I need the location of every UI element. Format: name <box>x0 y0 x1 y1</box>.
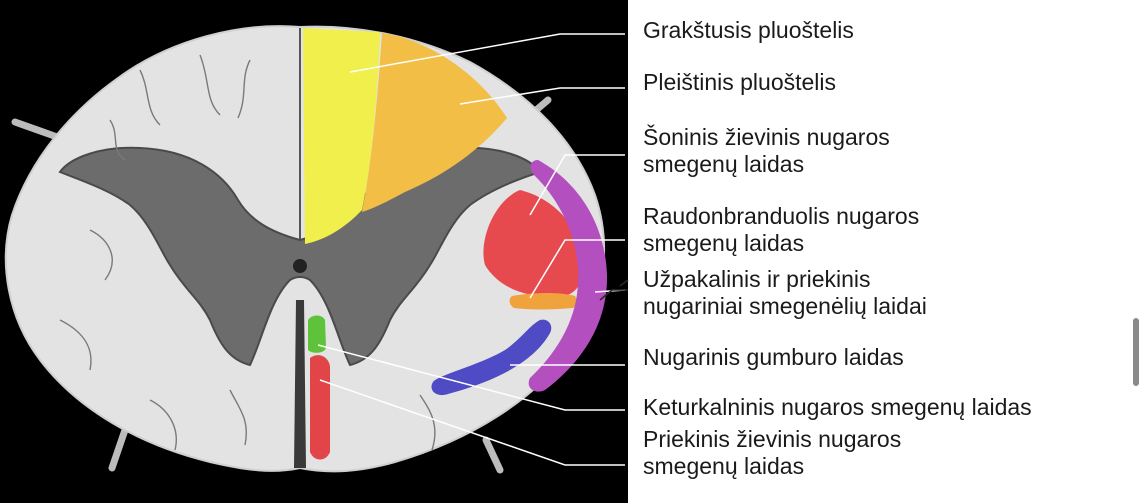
tract-cuneate <box>362 33 507 212</box>
label-tectospinal: Keturkalninis nugaros smegenų laidas <box>643 394 1032 420</box>
label-lateral-corticospinal: Šoninis žievinis nugaros smegenų laidas <box>643 124 890 177</box>
tract-rubrospinal <box>509 293 577 310</box>
tract-spinocerebellar <box>528 160 608 392</box>
label-spinothalamic: Nugarinis gumburo laidas <box>643 344 904 370</box>
tract-tectospinal <box>308 315 326 353</box>
tract-lateral-corticospinal <box>483 190 584 298</box>
label-gracile: Grakštusis pluoštelis <box>643 17 854 43</box>
label-spinocerebellar: Užpakalinis ir priekinis nugariniai smeg… <box>643 266 927 319</box>
anterior-median-fissure <box>294 300 306 468</box>
tract-anterior-corticospinal <box>310 355 330 460</box>
leader-lines <box>317 33 626 466</box>
tract-gracile <box>303 28 380 244</box>
label-cuneate: Pleištinis pluoštelis <box>643 69 837 95</box>
label-anterior-corticospinal: Priekinis žievinis nugaros smegenų laida… <box>643 426 902 479</box>
tract-spinothalamic <box>431 319 552 396</box>
scrollbar-thumb[interactable] <box>1133 318 1139 386</box>
leader-lines-dark <box>599 279 629 301</box>
gray-matter <box>58 146 542 367</box>
central-canal <box>293 259 307 273</box>
label-rubrospinal: Raudonbranduolis nugaros smegenų laidas <box>643 203 920 256</box>
